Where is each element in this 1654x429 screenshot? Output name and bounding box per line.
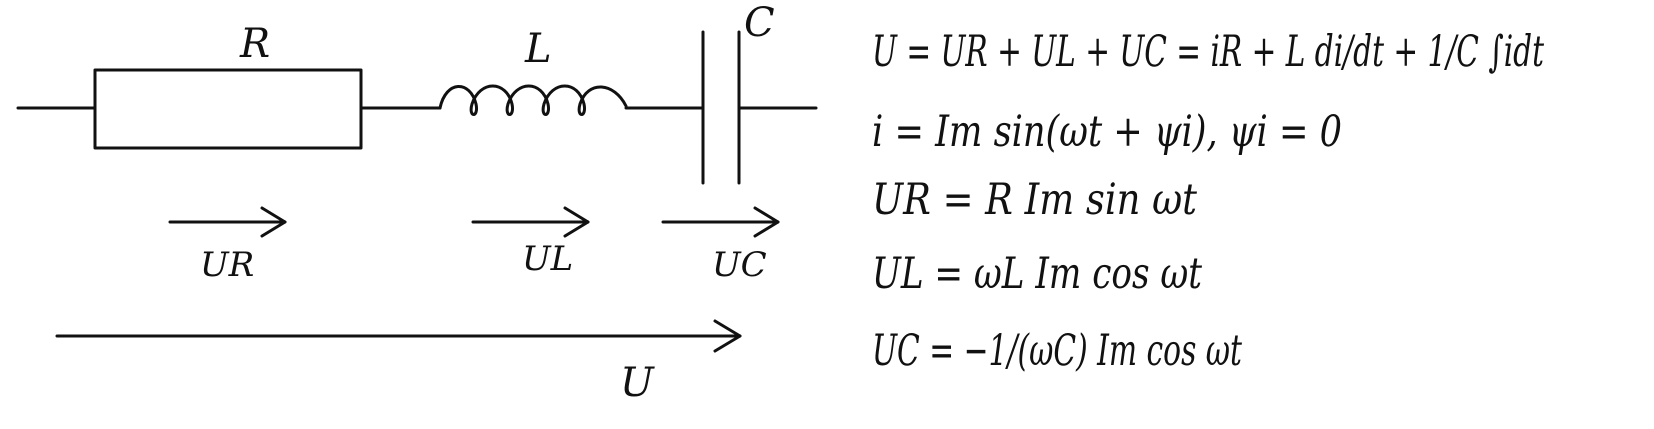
equation-ur: UR = R Im sin ωt xyxy=(872,175,1198,225)
equation-uc: UC = −1/(ωC) Im cos ωt xyxy=(872,326,1242,376)
capacitor-label: C xyxy=(744,0,775,46)
uc-arrow-head xyxy=(753,206,780,238)
ur-arrow-head xyxy=(260,206,287,238)
equation-voltage-sum: U = UR + UL + UC = iR + L di/dt + 1/C ∫i… xyxy=(872,27,1544,77)
inductor-label: L xyxy=(524,26,552,72)
resistor-label: R xyxy=(239,21,270,67)
u-total-arrow-head xyxy=(713,319,742,353)
ul-label: UL xyxy=(522,239,573,279)
uc-label: UC xyxy=(712,245,767,285)
equation-ul: UL = ωL Im cos ωt xyxy=(872,249,1203,299)
ul-arrow-head xyxy=(563,206,590,238)
inductor-coil xyxy=(438,84,628,116)
resistor-body xyxy=(93,68,363,150)
ur-label: UR xyxy=(200,245,254,285)
u-total-label: U xyxy=(620,360,655,406)
equation-current: i = Im sin(ωt + ψi), ψi = 0 xyxy=(872,107,1342,157)
